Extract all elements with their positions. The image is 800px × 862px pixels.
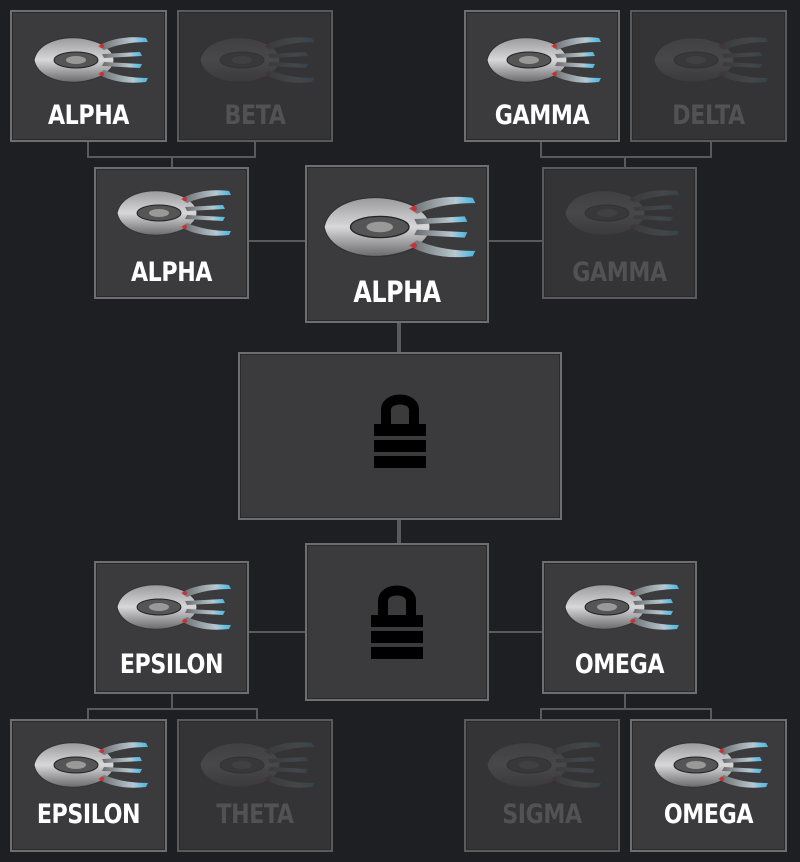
ship-card-label: SIGMA bbox=[502, 799, 582, 830]
ship-card-label: ALPHA bbox=[353, 275, 441, 309]
ship-card-beta[interactable]: BETA bbox=[177, 10, 333, 142]
connector bbox=[171, 156, 173, 168]
ship-card-label: OMEGA bbox=[663, 799, 754, 830]
ship-card-alpha-center[interactable]: ALPHA bbox=[305, 165, 489, 323]
ship-card-label: EPSILON bbox=[36, 799, 141, 830]
epsilon-ship-icon bbox=[33, 741, 148, 789]
ship-card-label: THETA bbox=[216, 799, 294, 830]
epsilon-ship-icon bbox=[116, 583, 231, 631]
alpha-ship-icon bbox=[116, 189, 231, 237]
connector bbox=[87, 708, 258, 710]
connector bbox=[256, 708, 258, 720]
ship-card-label: ALPHA bbox=[47, 100, 130, 131]
gamma-ship-icon bbox=[564, 189, 679, 237]
delta-ship-icon bbox=[653, 36, 768, 84]
ship-card-sigma[interactable]: SIGMA bbox=[464, 719, 620, 852]
ship-card-label: DELTA bbox=[672, 100, 745, 131]
connector bbox=[254, 140, 256, 158]
connector bbox=[171, 693, 173, 710]
ship-card-gamma-right[interactable]: GAMMA bbox=[542, 167, 697, 299]
locked-card-center[interactable] bbox=[238, 352, 562, 520]
ship-card-theta[interactable]: THETA bbox=[177, 719, 333, 852]
connector bbox=[624, 156, 626, 168]
alpha-ship-icon bbox=[33, 36, 148, 84]
ship-card-label: ALPHA bbox=[130, 257, 213, 288]
connector bbox=[87, 140, 89, 158]
connector bbox=[488, 240, 543, 242]
connector bbox=[540, 708, 542, 720]
connector bbox=[710, 140, 712, 158]
connector bbox=[248, 631, 306, 633]
ship-card-omega-right[interactable]: OMEGA bbox=[542, 561, 697, 694]
ship-card-label: OMEGA bbox=[574, 649, 665, 680]
connector bbox=[397, 322, 401, 354]
connector bbox=[540, 156, 712, 158]
connector bbox=[397, 518, 401, 545]
ship-card-epsilon-left[interactable]: EPSILON bbox=[94, 561, 249, 694]
omega-ship-icon bbox=[653, 741, 768, 789]
connector bbox=[624, 693, 626, 710]
connector bbox=[488, 631, 543, 633]
connector bbox=[540, 708, 712, 710]
sigma-ship-icon bbox=[486, 741, 602, 789]
padlock-icon bbox=[365, 581, 429, 665]
ship-card-alpha-top[interactable]: ALPHA bbox=[10, 10, 167, 142]
connector bbox=[540, 140, 542, 158]
connector bbox=[710, 708, 712, 720]
omega-ship-icon bbox=[564, 583, 679, 631]
locked-card-lower[interactable] bbox=[305, 543, 489, 701]
ship-card-label: EPSILON bbox=[119, 649, 224, 680]
theta-ship-icon bbox=[199, 741, 315, 789]
beta-ship-icon bbox=[199, 36, 315, 84]
ship-card-gamma-top[interactable]: GAMMA bbox=[464, 10, 620, 142]
connector bbox=[248, 240, 306, 242]
ship-card-omega-bottom[interactable]: OMEGA bbox=[630, 719, 787, 852]
padlock-icon bbox=[368, 390, 432, 474]
ship-card-epsilon-bottom[interactable]: EPSILON bbox=[10, 719, 167, 852]
ship-card-alpha-left[interactable]: ALPHA bbox=[94, 167, 249, 299]
ship-card-label: GAMMA bbox=[494, 100, 590, 131]
alpha-ship-icon bbox=[323, 196, 477, 258]
ship-card-label: BETA bbox=[224, 100, 286, 131]
ship-card-label: GAMMA bbox=[572, 257, 667, 288]
gamma-ship-icon bbox=[486, 36, 602, 84]
connector bbox=[87, 708, 89, 720]
ship-card-delta[interactable]: DELTA bbox=[630, 10, 787, 142]
